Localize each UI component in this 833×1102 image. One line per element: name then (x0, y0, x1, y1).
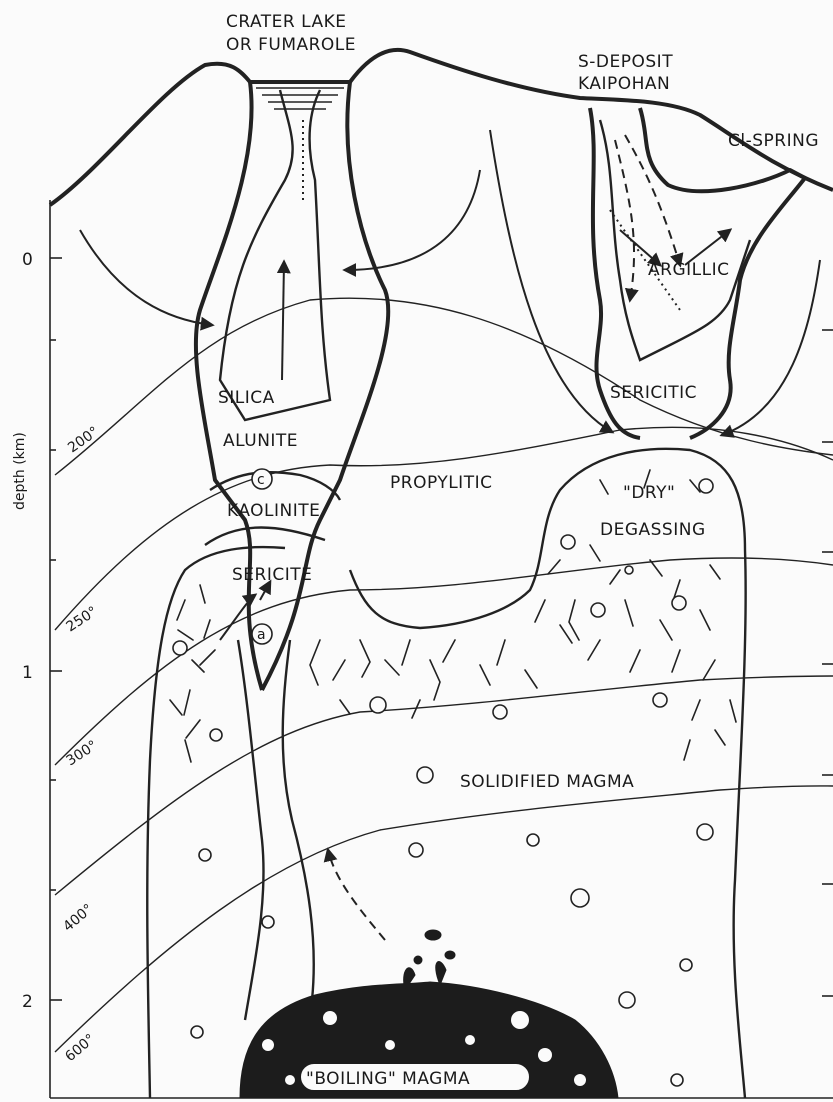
depth-axis-label: depth (km) (12, 432, 28, 510)
label-dry: "DRY" (623, 483, 675, 503)
flow-arrows (80, 130, 820, 940)
isotherm-300: 300° (63, 738, 100, 770)
depth-tick-2: 2 (22, 992, 33, 1012)
boiling-magma-chamber: "BOILING" MAGMA (240, 930, 618, 1098)
central-conduit (196, 82, 388, 690)
label-kaipohan: KAIPOHAN (578, 74, 670, 94)
label-alunite: ALUNITE (223, 431, 298, 451)
volcano-topography (50, 50, 833, 205)
isotherm-600: 600° (62, 1031, 98, 1065)
label-crater-lake: CRATER LAKE (226, 12, 347, 32)
label-kaolinite: KAOLINITE (227, 501, 320, 521)
isotherm-lines: 200° 250° 300° 400° 600° (55, 298, 833, 1065)
depth-axis: 0 1 2 depth (km) (12, 200, 833, 1098)
depth-tick-0: 0 (22, 250, 33, 270)
label-cl-spring: Cl-SPRING (728, 131, 819, 151)
label-solidified-magma: SOLIDIFIED MAGMA (460, 772, 634, 792)
label-marker-a: a (257, 627, 266, 643)
label-boiling-magma: "BOILING" MAGMA (306, 1069, 470, 1089)
label-s-deposit: S-DEPOSIT (578, 52, 673, 72)
label-argillic: ARGILLIC (648, 260, 729, 280)
label-degassing: DEGASSING (600, 520, 706, 540)
crater-lake-water (256, 88, 344, 109)
label-fumarole: OR FUMAROLE (226, 35, 356, 55)
isotherm-250: 250° (63, 604, 100, 636)
label-propylitic: PROPYLITIC (390, 473, 492, 493)
label-sericite: SERICITE (232, 565, 312, 585)
label-silica: SILICA (218, 388, 275, 408)
isotherm-400: 400° (60, 901, 96, 935)
label-marker-c: c (257, 472, 265, 488)
label-sericitic: SERICITIC (610, 383, 697, 403)
depth-tick-1: 1 (22, 663, 33, 683)
